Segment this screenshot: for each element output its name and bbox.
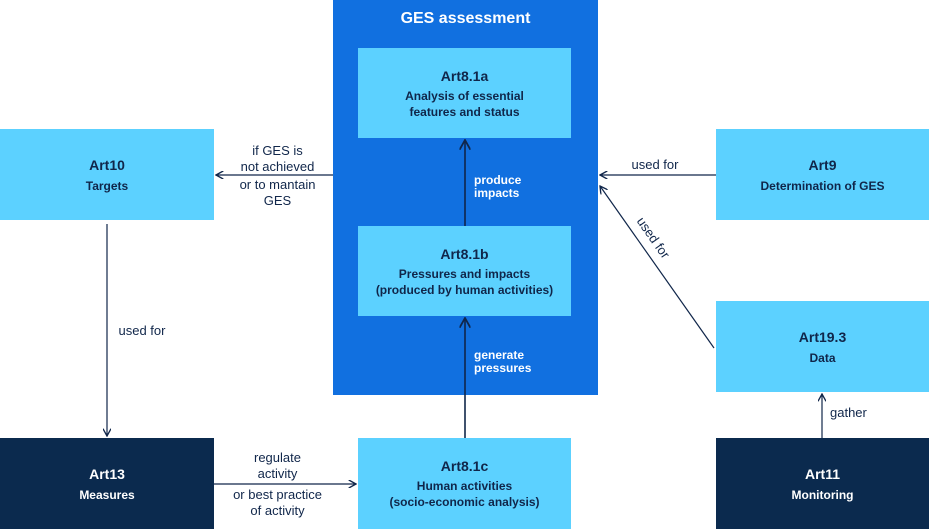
label-measures-to-activities-top: regulate activity (225, 450, 330, 482)
node-art11[interactable]: Art11 Monitoring (716, 438, 929, 529)
node-art10-line1: Targets (85, 178, 129, 193)
ges-assessment-title: GES assessment (400, 10, 531, 27)
node-art9-title: Art9 (808, 156, 837, 173)
label-generate-pressures-line2: pressures (474, 361, 532, 375)
label-produce-impacts: produce impacts (474, 174, 521, 200)
label-produce-impacts-line2: impacts (474, 186, 520, 200)
label-measures-to-activities-line2: activity (257, 466, 298, 481)
label-art9-to-ges: used for (631, 157, 679, 172)
label-measures-to-activities-line3: or best practice (233, 487, 322, 502)
node-art8-1a[interactable]: Art8.1a Analysis of essential features a… (358, 48, 571, 138)
node-art8-1c[interactable]: Art8.1c Human activities (socio-economic… (358, 438, 571, 529)
node-art8-1c-line2: (socio-economic analysis) (389, 495, 540, 509)
label-measures-to-activities-bottom: or best practice of activity (220, 487, 335, 519)
node-art10-title: Art10 (89, 156, 125, 173)
node-art8-1a-line2: features and status (409, 104, 520, 119)
label-ges-to-targets-line3: or to mantain (239, 177, 316, 192)
node-art13-title: Art13 (89, 465, 125, 482)
node-art8-1b-line1: Pressures and impacts (398, 266, 531, 281)
node-art8-1c-title: Art8.1c (440, 458, 489, 474)
label-measures-to-activities-line1: regulate (254, 450, 301, 465)
node-art19-3[interactable]: Art19.3 Data (716, 301, 929, 392)
label-targets-to-measures: used for (118, 323, 166, 338)
node-art11-line1: Monitoring (791, 487, 854, 502)
node-art8-1b-title: Art8.1b (440, 245, 489, 262)
arrow-data-to-ges (600, 186, 715, 349)
label-monitoring-to-data: gather (830, 405, 867, 420)
node-art19-3-line1: Data (809, 350, 836, 365)
node-art11-title: Art11 (804, 465, 841, 482)
node-art8-1a-line1: Analysis of essential (405, 88, 524, 103)
label-produce-impacts-line1: produce (474, 173, 522, 187)
node-art13[interactable]: Art13 Measures (0, 438, 214, 529)
node-art19-3-title: Art19.3 (798, 328, 847, 345)
label-ges-to-targets-line2: not achieved (240, 159, 315, 174)
node-art8-1b[interactable]: Art8.1b Pressures and impacts (produced … (358, 226, 571, 316)
label-ges-to-targets-top: if GES is not achieved (225, 143, 330, 175)
label-generate-pressures-line1: generate (474, 348, 525, 362)
label-ges-to-targets-line4: GES (263, 193, 292, 208)
label-ges-to-targets-line1: if GES is (252, 143, 303, 158)
label-ges-to-targets-bottom: or to mantain GES (225, 177, 330, 209)
node-art13-line1: Measures (79, 487, 135, 502)
node-art8-1a-title: Art8.1a (440, 67, 489, 84)
label-measures-to-activities-line4: of activity (250, 503, 305, 518)
label-generate-pressures: generate pressures (474, 349, 531, 375)
node-art9[interactable]: Art9 Determination of GES (716, 129, 929, 220)
node-art9-line1: Determination of GES (760, 178, 885, 193)
node-art8-1c-line1: Human activities (416, 479, 513, 493)
node-art10[interactable]: Art10 Targets (0, 129, 214, 220)
node-art8-1b-line2: (produced by human activities) (375, 282, 554, 297)
